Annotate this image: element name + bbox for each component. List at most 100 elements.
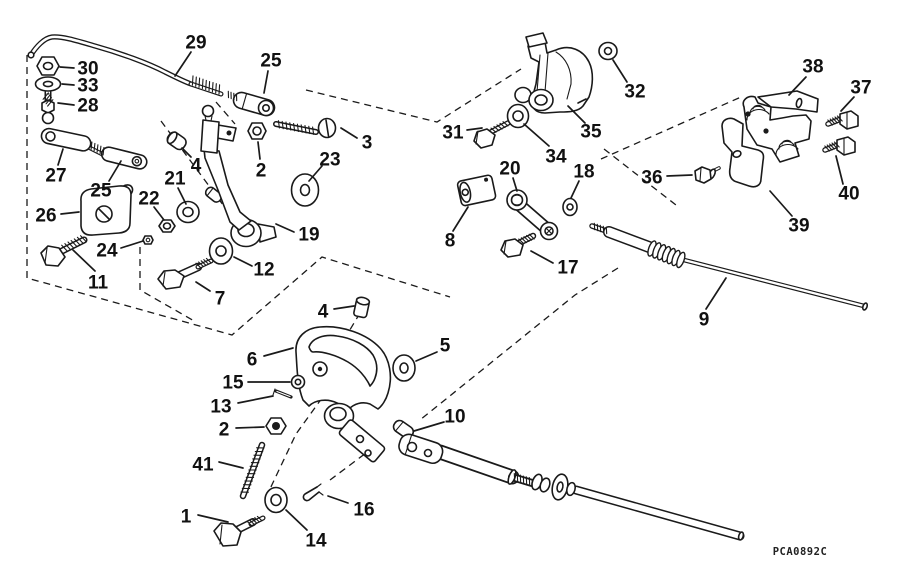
part-label-16: 16: [353, 500, 374, 521]
part-label-4: 4: [318, 302, 329, 323]
part-label-37: 37: [850, 78, 871, 99]
part-bracket-35: [514, 32, 594, 114]
part-label-32: 32: [624, 82, 645, 103]
part-label-18: 18: [573, 162, 594, 183]
part-nut-22: [158, 219, 176, 233]
part-bolt-17: [500, 238, 524, 258]
part-washer-33: [34, 76, 62, 92]
part-washer-14: [264, 486, 288, 514]
part-label-35: 35: [580, 122, 602, 143]
threads-6: [490, 121, 509, 133]
leader-line-26: [60, 211, 80, 215]
group-box-left: [26, 55, 451, 336]
part-label-7: 7: [215, 289, 226, 310]
leader-line-18: [570, 180, 580, 199]
part-link-25-left: [100, 146, 148, 170]
part-label-2: 2: [256, 161, 267, 182]
part-pin-13: [272, 388, 293, 399]
part-plate-39: [721, 117, 765, 188]
threads-9: [827, 115, 843, 126]
part-bolt-37: [839, 110, 859, 130]
part-label-40: 40: [838, 184, 859, 205]
part-bolt-31: [473, 128, 496, 149]
threads-8: [593, 222, 608, 235]
threads-3: [277, 120, 315, 135]
leader-line-20: [512, 177, 518, 192]
shafts-layer: [28, 34, 867, 541]
leader-line-29: [174, 51, 192, 77]
part-washer-5: [392, 354, 416, 382]
threads-10: [824, 141, 840, 152]
leader-line-9: [705, 277, 727, 310]
part-label-21: 21: [164, 169, 186, 190]
part-label-22: 22: [138, 189, 159, 210]
drawing-code: PCA0892C: [773, 546, 828, 558]
spring-coil: [676, 251, 686, 269]
part-label-6: 6: [247, 350, 258, 371]
part-label-31: 31: [442, 123, 464, 144]
leader-line-8: [452, 206, 469, 232]
leader-line-33: [61, 83, 75, 86]
leader-line-23: [308, 165, 323, 182]
part-washer-18: [562, 197, 578, 217]
part-bolt-11: [40, 245, 66, 267]
threads-7: [518, 233, 535, 245]
part-clevis-25-top: [232, 91, 276, 117]
threads-5: [195, 257, 212, 269]
tube-bore-8: [487, 121, 510, 135]
part-label-15: 15: [222, 373, 244, 394]
leader-line-4: [181, 147, 192, 158]
leader-line-22: [153, 206, 165, 221]
part-label-3: 3: [362, 133, 373, 154]
part-label-23: 23: [319, 150, 340, 171]
part-bushing-20: [506, 189, 528, 211]
part-label-36: 36: [641, 168, 662, 189]
leader-line-19: [275, 223, 295, 233]
leader-line-5: [415, 351, 438, 362]
part-link-27: [40, 127, 92, 152]
part-label-17: 17: [557, 258, 578, 279]
part-washer-34: [506, 103, 530, 129]
part-label-10: 10: [444, 407, 465, 428]
leader-line-38: [788, 76, 807, 96]
part-cam-6: [295, 325, 392, 463]
part-label-34: 34: [545, 147, 567, 168]
part-screw-3-head: [317, 117, 337, 139]
part-label-2: 2: [219, 420, 230, 441]
part-cotter-pin-16: [302, 483, 324, 502]
tube-bore-12: [678, 257, 866, 308]
part-label-13: 13: [210, 397, 231, 418]
axis-clevis-bracket: [305, 68, 522, 123]
threads-15: [42, 92, 54, 107]
part-bolt-1: [213, 522, 242, 547]
leader-line-2: [257, 141, 261, 160]
part-label-4: 4: [191, 156, 202, 177]
leader-line-32: [612, 59, 628, 83]
leader-line-36: [666, 174, 693, 177]
part-bolt-7: [157, 269, 185, 290]
leader-line-25: [263, 70, 269, 94]
part-label-9: 9: [699, 310, 710, 331]
leader-line-11: [72, 249, 96, 272]
group-box-inner: [139, 247, 197, 323]
part-nut-30: [36, 56, 60, 76]
part-clevis-lower: [398, 433, 444, 465]
leader-line-35: [567, 105, 586, 124]
leader-line-16: [327, 495, 349, 504]
leader-line-13: [237, 395, 274, 404]
part-label-20: 20: [499, 159, 520, 180]
part-label-8: 8: [445, 231, 456, 252]
part-nut-2-lower: [265, 417, 287, 435]
leader-line-24: [120, 240, 144, 249]
part-label-25: 25: [260, 51, 282, 72]
tube-bore-21: [573, 487, 743, 539]
leader-line-14: [285, 509, 308, 531]
leader-line-37: [840, 96, 855, 112]
leader-line-1: [197, 514, 229, 523]
part-bolt-40: [836, 136, 856, 156]
part-washer-12: [208, 237, 234, 265]
leader-line-40: [835, 155, 844, 185]
